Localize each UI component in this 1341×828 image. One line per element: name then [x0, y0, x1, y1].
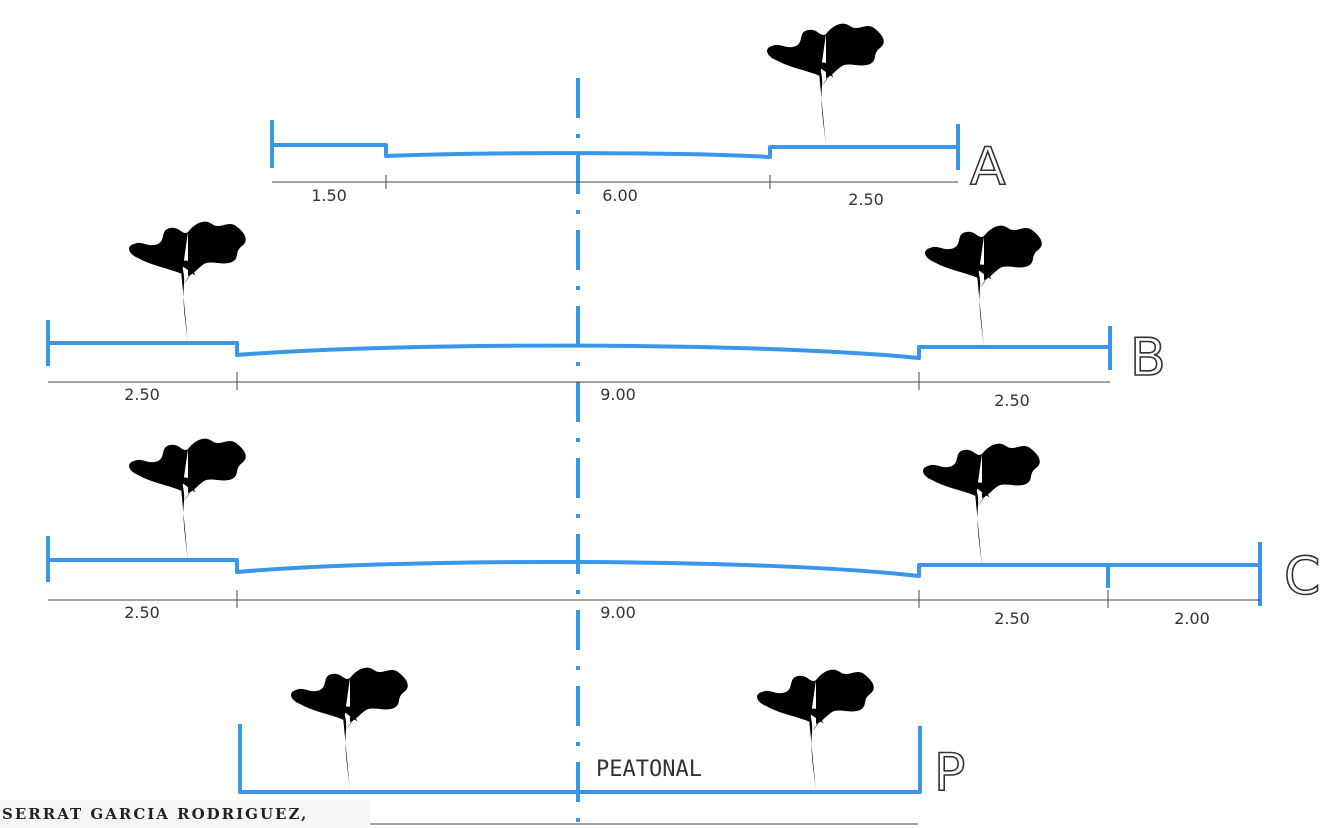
section-b: 2.50 9.00 2.50 B [46, 221, 1166, 410]
section-b-dimension-line [48, 372, 1110, 390]
section-a-dimension-line [272, 175, 958, 189]
section-c-dimension-line [48, 590, 1260, 608]
section-p: PEATONAL P [238, 667, 966, 825]
section-b-dim-2: 9.00 [600, 385, 636, 404]
section-c-dim-4: 2.00 [1174, 609, 1210, 628]
section-b-dim-3: 2.50 [994, 391, 1030, 410]
tree-icon [757, 669, 874, 792]
section-a-dim-3: 2.50 [848, 190, 884, 209]
section-b-label: B [1130, 328, 1166, 388]
section-p-text: PEATONAL [596, 757, 702, 782]
tree-icon [291, 667, 408, 790]
section-b-profile [46, 320, 1112, 370]
tree-icon [129, 438, 246, 561]
section-c-dim-2: 9.00 [600, 603, 636, 622]
section-b-dim-1: 2.50 [124, 385, 160, 404]
tree-icon [923, 443, 1040, 566]
section-c: 2.50 9.00 2.50 2.00 C [46, 438, 1321, 628]
section-a: 1.50 6.00 2.50 A [270, 23, 1007, 209]
section-c-dim-1: 2.50 [124, 603, 160, 622]
section-a-dim-2: 6.00 [602, 186, 638, 205]
author-caption: SERRAT GARCIA RODRIGUEZ, [0, 800, 370, 828]
section-p-label: P [934, 743, 965, 803]
section-a-profile [270, 120, 960, 170]
section-a-label: A [970, 137, 1006, 197]
section-c-label: C [1284, 547, 1320, 607]
tree-icon [129, 221, 246, 344]
section-c-dim-3: 2.50 [994, 609, 1030, 628]
section-p-profile [238, 724, 922, 794]
tree-icon [925, 225, 1042, 348]
tree-icon [767, 23, 884, 146]
section-a-dim-1: 1.50 [311, 186, 347, 205]
section-c-profile [46, 536, 1262, 606]
